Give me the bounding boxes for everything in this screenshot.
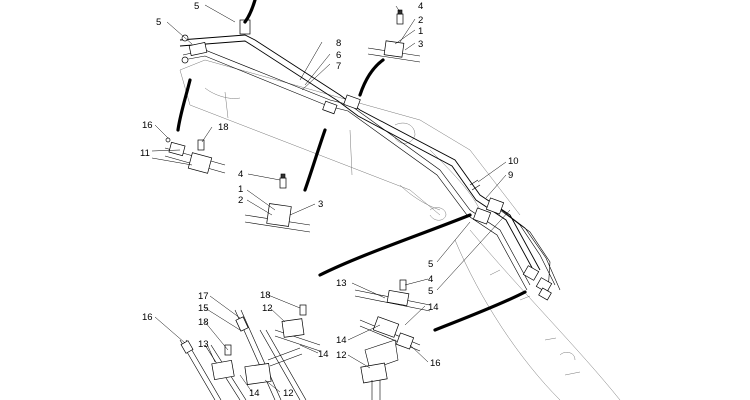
callout-18-a: 18: [218, 122, 229, 133]
callout-15: 15: [198, 303, 209, 314]
callout-14-b: 14: [318, 349, 329, 360]
callout-12-b: 12: [262, 303, 273, 314]
callout-4-right: 4: [428, 274, 433, 285]
callout-16-b: 16: [142, 312, 153, 323]
callout-5-top: 5: [194, 1, 199, 12]
callout-7: 7: [336, 61, 341, 72]
callout-5-left: 5: [156, 17, 161, 28]
callout-5-right-2: 5: [428, 286, 433, 297]
detail-fittings-lower-left: [179, 304, 321, 400]
boom-outline: [179, 59, 621, 400]
callout-5-right-1: 5: [428, 259, 433, 270]
callout-13-b: 13: [198, 339, 209, 350]
callout-3-top-right: 3: [418, 39, 423, 50]
detail-bracket-right: [354, 279, 431, 400]
callout-13-right: 13: [336, 278, 347, 289]
callout-3-middle: 3: [318, 199, 323, 210]
detail-clamp-middle: [244, 173, 311, 233]
callout-14-right-2: 14: [336, 335, 347, 346]
callout-16-right: 16: [430, 358, 441, 369]
callout-12-right: 12: [336, 350, 347, 361]
detail-pointers: [176, 0, 527, 332]
callout-2-top-right: 2: [418, 15, 423, 26]
callout-1-top-right: 1: [418, 26, 423, 37]
callout-14-right-1: 14: [428, 302, 439, 313]
callout-12-c: 12: [283, 388, 294, 399]
callout-4-middle: 4: [238, 169, 243, 180]
detail-clamp-top-right: [367, 9, 421, 63]
callout-9: 9: [508, 170, 513, 181]
callout-6: 6: [336, 50, 341, 61]
callout-16-a: 16: [142, 120, 153, 131]
callout-2-middle: 2: [238, 195, 243, 206]
callout-11: 11: [140, 148, 150, 159]
callout-18-c: 18: [198, 317, 209, 328]
callout-4-top-right: 4: [418, 1, 423, 12]
boom-clamps: [181, 19, 553, 301]
callout-10: 10: [508, 156, 519, 167]
callout-8: 8: [336, 38, 341, 49]
callout-17: 17: [198, 291, 209, 302]
leader-lines: [151, 4, 511, 393]
callout-1-middle: 1: [238, 184, 243, 195]
callout-labels: 5 5 8 6 7 4 2 1 3 16 18 11 4 1 2 3 10 9 …: [140, 1, 519, 399]
detail-bracket-left: [164, 137, 226, 174]
callout-14-c: 14: [249, 388, 260, 399]
callout-18-b: 18: [260, 290, 271, 301]
